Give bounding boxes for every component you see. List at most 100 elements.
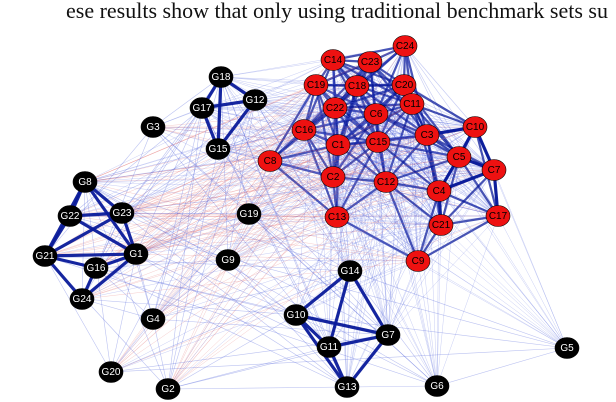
light-edge xyxy=(84,126,476,183)
light-edge xyxy=(81,298,297,316)
light-edge xyxy=(152,270,351,320)
node-g1: G1 xyxy=(123,243,149,265)
node-c3: C3 xyxy=(414,124,440,146)
node-circle xyxy=(399,93,425,115)
light-edge xyxy=(385,181,568,349)
node-label: C21 xyxy=(432,220,451,231)
core-edge xyxy=(269,84,317,162)
node-c1: C1 xyxy=(325,134,351,156)
node-circle xyxy=(363,103,389,125)
node-g14: G14 xyxy=(337,260,363,282)
light-edge xyxy=(332,156,460,178)
light-edge xyxy=(95,126,154,269)
light-edge xyxy=(336,45,406,218)
light-edge xyxy=(152,76,222,320)
light-edge xyxy=(167,126,476,390)
light-edge xyxy=(220,76,351,272)
strong-edge xyxy=(69,214,137,256)
light-edge xyxy=(336,126,476,218)
node-circle xyxy=(428,214,454,236)
node-label: C1 xyxy=(332,140,345,151)
node-label: C9 xyxy=(412,256,425,267)
node-c5: C5 xyxy=(446,146,472,168)
light-edge xyxy=(81,176,334,300)
light-edge xyxy=(81,84,317,300)
light-edge xyxy=(110,176,334,373)
light-edge xyxy=(377,141,568,349)
light-edge xyxy=(152,126,305,131)
node-circle xyxy=(140,308,166,330)
light-edge xyxy=(336,103,413,218)
light-edge xyxy=(44,255,112,373)
light-edge xyxy=(152,99,256,320)
light-edge xyxy=(332,176,438,387)
node-circle xyxy=(344,75,370,97)
node-c17: C17 xyxy=(485,205,511,227)
light-edge xyxy=(332,176,419,262)
node-label: C14 xyxy=(324,55,343,66)
node-g22: G22 xyxy=(57,205,83,227)
light-edge xyxy=(385,169,495,183)
node-label: C6 xyxy=(370,109,383,120)
light-edge xyxy=(332,134,428,178)
node-c20: C20 xyxy=(391,74,417,96)
light-edge xyxy=(254,99,428,136)
light-edge xyxy=(254,59,334,101)
light-edge xyxy=(220,76,336,109)
node-c12: C12 xyxy=(373,171,399,193)
light-edge xyxy=(135,107,203,255)
light-edge xyxy=(227,224,442,261)
light-edge xyxy=(69,107,203,217)
light-edge xyxy=(152,213,250,320)
node-c15: C15 xyxy=(365,131,391,153)
node-label: G13 xyxy=(338,382,357,393)
light-edge xyxy=(81,160,271,300)
light-edge xyxy=(332,176,442,226)
light-edge xyxy=(217,148,419,262)
node-circle xyxy=(426,180,452,202)
light-edge xyxy=(295,45,406,316)
strong-edge xyxy=(327,270,352,348)
node-g13: G13 xyxy=(334,376,360,398)
light-edge xyxy=(110,216,338,373)
light-edge xyxy=(336,113,377,218)
node-label: C11 xyxy=(403,99,421,110)
light-edge xyxy=(336,215,499,218)
node-g4: G4 xyxy=(140,308,166,330)
light-edge xyxy=(121,212,442,226)
light-edge xyxy=(95,85,358,269)
light-edge xyxy=(303,129,351,272)
node-label: C16 xyxy=(295,125,314,136)
light-edge xyxy=(404,45,495,171)
light-edge xyxy=(227,107,336,261)
core-edge xyxy=(314,84,335,178)
node-circle xyxy=(109,202,135,224)
light-edge xyxy=(167,148,219,390)
light-edge xyxy=(84,169,495,183)
light-edge xyxy=(201,107,377,115)
light-edge xyxy=(121,169,495,214)
core-edge xyxy=(440,169,495,226)
light-edge xyxy=(167,190,440,390)
light-edge xyxy=(152,84,405,320)
node-label: G7 xyxy=(381,330,395,341)
light-edge xyxy=(254,99,338,218)
light-edge xyxy=(417,169,495,262)
light-edge xyxy=(84,84,317,183)
light-edge xyxy=(84,181,442,226)
light-edge xyxy=(69,169,495,217)
node-label: G23 xyxy=(113,208,132,219)
light-edge xyxy=(220,76,338,218)
light-edge xyxy=(227,259,348,388)
light-edge xyxy=(254,99,351,272)
light-edge xyxy=(337,144,495,171)
light-edge xyxy=(135,176,334,255)
node-label: G17 xyxy=(193,103,212,114)
light-edge xyxy=(336,169,495,218)
light-edge xyxy=(135,144,339,255)
light-edge xyxy=(201,107,568,349)
node-circle xyxy=(316,336,342,358)
light-edge xyxy=(332,59,387,183)
light-edge xyxy=(227,176,334,261)
node-circle xyxy=(375,324,401,346)
